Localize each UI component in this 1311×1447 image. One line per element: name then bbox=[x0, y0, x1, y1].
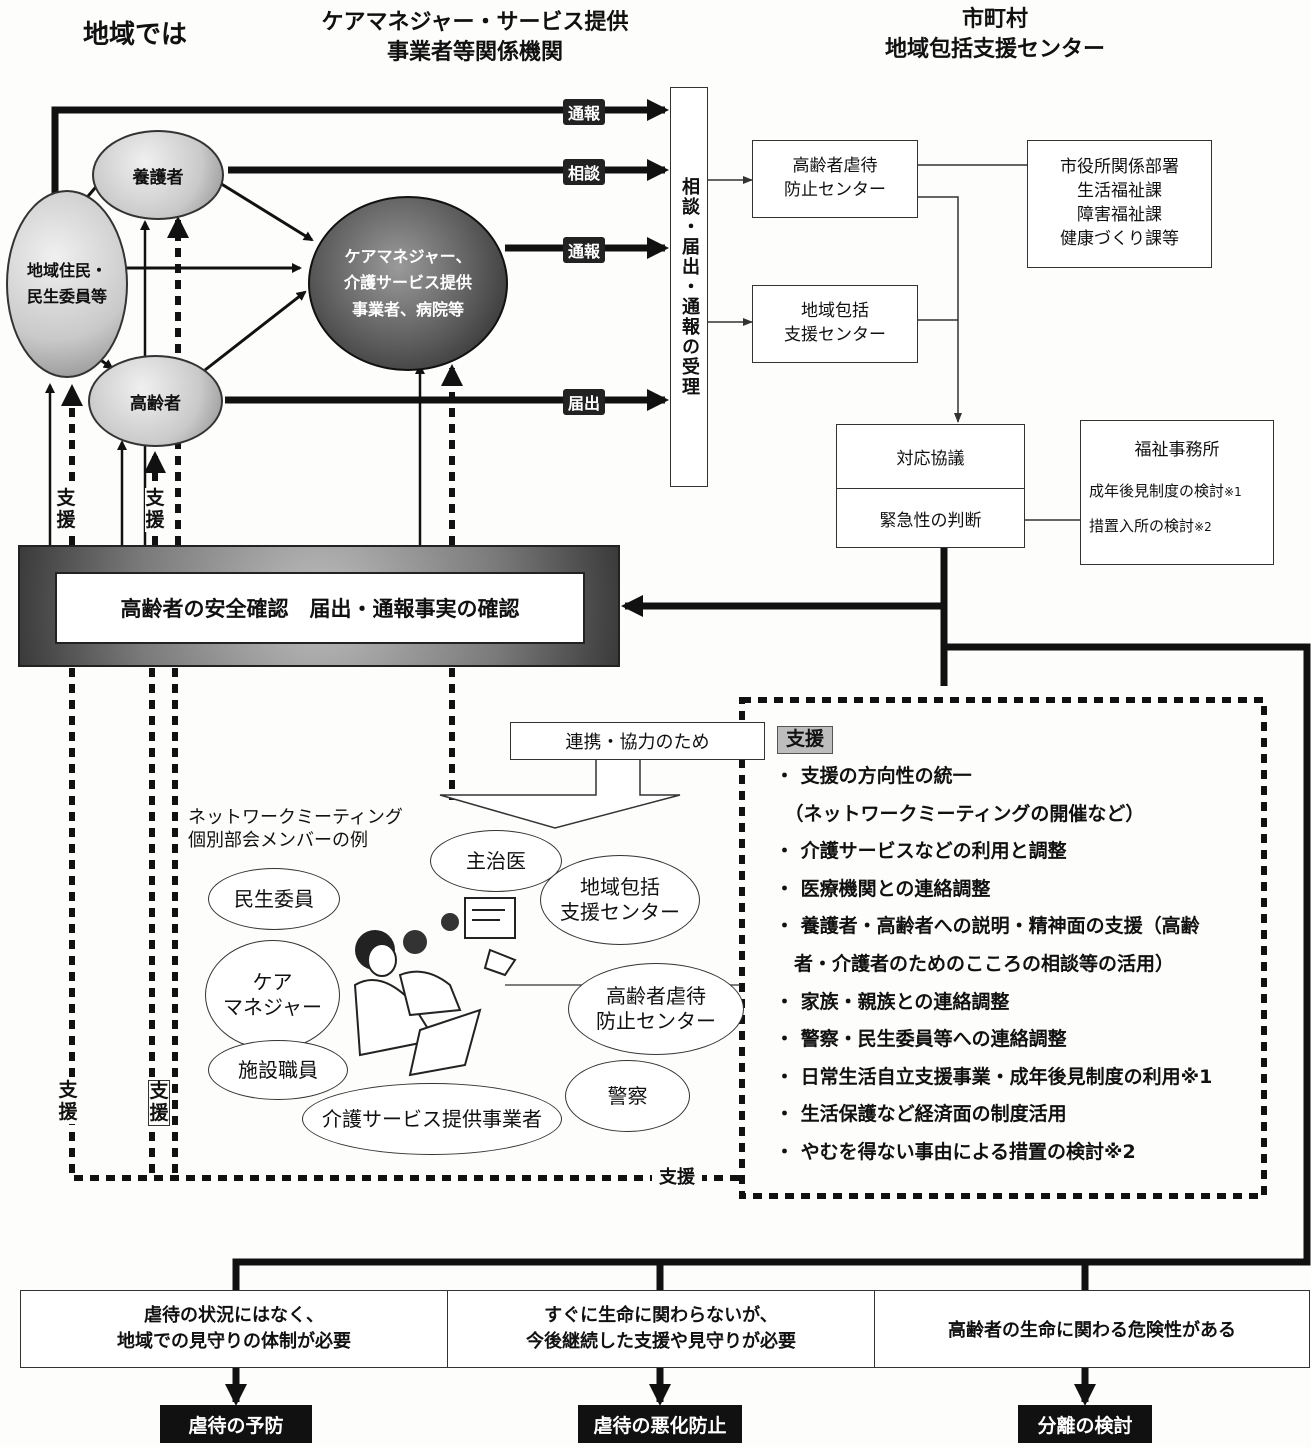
abuse-center-line2: 防止センター bbox=[784, 180, 886, 200]
care-oval-line1: ケアマネジャー、 bbox=[344, 246, 472, 266]
welfare-title: 福祉事務所 bbox=[1134, 440, 1220, 460]
support-item: ・ 養護者・高齢者への説明・精神面の支援（高齢 bbox=[775, 915, 1200, 938]
residents-line2: 民生委員等 bbox=[26, 287, 107, 306]
support-item: ・ 家族・親族との連絡調整 bbox=[775, 990, 1010, 1013]
city-hall-dept2: 障害福祉課 bbox=[1077, 205, 1162, 225]
support-item: ・ 支援の方向性の統一 bbox=[775, 765, 972, 787]
report-label-2: 通報 bbox=[563, 237, 606, 263]
result-separation: 分離の検討 bbox=[1018, 1405, 1152, 1443]
community-header: 地域では bbox=[82, 20, 187, 50]
member-police: 警察 bbox=[565, 1060, 690, 1132]
residents-line1: 地域住民・ bbox=[26, 261, 107, 281]
caregiver-oval: 養護者 bbox=[92, 130, 224, 220]
residents-oval: 地域住民・民生委員等 bbox=[6, 190, 128, 378]
member-abuse-center: 高齢者虐待防止センター bbox=[568, 963, 744, 1055]
network-title: ネットワークミーティング 個別部会メンバーの例 bbox=[188, 806, 403, 853]
condition-2: すぐに生命に関わらないが、今後継続した支援や見守りが必要 bbox=[448, 1291, 875, 1367]
meeting-bottom: 緊急性の判断 bbox=[879, 510, 982, 531]
cooperation-label: 連携・協力のため bbox=[510, 722, 765, 760]
member-abuse-line2: 防止センター bbox=[596, 1009, 716, 1033]
support-item: ・ 警察・民生委員等への連絡調整 bbox=[775, 1028, 1067, 1051]
meeting-illustration bbox=[353, 897, 517, 1077]
city-hall-title: 市役所関係部署 bbox=[1060, 157, 1179, 178]
meeting-top: 対応協議 bbox=[837, 425, 1024, 489]
support-label-a: 支援 bbox=[56, 487, 76, 532]
support-item: 者・介護者のためのこころの相談等の活用） bbox=[775, 952, 1175, 975]
city-hall-dept1: 生活福祉課 bbox=[1077, 181, 1162, 202]
care-provider-oval: ケアマネジャー、介護サービス提供事業者、病院等 bbox=[308, 196, 508, 371]
elderly-oval: 高齢者 bbox=[88, 355, 223, 447]
response-meeting-box: 対応協議 緊急性の判断 bbox=[836, 424, 1025, 548]
member-facility-staff: 施設職員 bbox=[208, 1040, 348, 1100]
report-label-1: 通報 bbox=[563, 99, 606, 125]
care-header: ケアマネジャー・サービス提供 事業者等関係機関 bbox=[275, 8, 675, 67]
support-title: 支援 bbox=[777, 726, 833, 754]
condition-3: 高齢者の生命に関わる危険性がある bbox=[948, 1320, 1236, 1341]
reception-text: 相談・届出・通報の受理 bbox=[679, 177, 700, 397]
support-label-d: 支援 bbox=[148, 1080, 170, 1126]
care-header-line2: 事業者等関係機関 bbox=[386, 39, 563, 65]
support-item: ・ 医療機関との連絡調整 bbox=[775, 877, 991, 900]
support-label-c: 支援 bbox=[58, 1079, 78, 1124]
city-hall-box: 市役所関係部署 生活福祉課 障害福祉課 健康づくり課等 bbox=[1027, 140, 1212, 268]
member-regional-line1: 地域包括 bbox=[580, 875, 660, 899]
safety-check-box: 高齢者の安全確認 届出・通報事実の確認 bbox=[55, 572, 585, 644]
member-doctor: 主治医 bbox=[430, 830, 562, 892]
member-welfare-commissioner: 民生委員 bbox=[208, 868, 340, 930]
member-service-provider: 介護サービス提供事業者 bbox=[302, 1083, 562, 1155]
care-header-line1: ケアマネジャー・サービス提供 bbox=[321, 10, 629, 35]
member-regional-line2: 支援センター bbox=[560, 900, 680, 924]
support-item: ・ 生活保護など経済面の制度活用 bbox=[775, 1103, 1067, 1126]
condition-1: 虐待の状況にはなく、地域での見守りの体制が必要 bbox=[21, 1291, 448, 1367]
support-label-b: 支援 bbox=[145, 487, 165, 532]
consult-label: 相談 bbox=[563, 159, 606, 185]
member-caremgr-line2: マネジャー bbox=[223, 995, 322, 1019]
notify-label: 届出 bbox=[563, 389, 606, 415]
city-hall-dept3: 健康づくり課等 bbox=[1060, 228, 1179, 249]
regional-center-line2: 支援センター bbox=[784, 325, 886, 345]
welfare-item1: 成年後見制度の検討 bbox=[1089, 482, 1225, 500]
reception-column: 相談・届出・通報の受理 bbox=[670, 87, 708, 487]
member-caremgr-line1: ケア bbox=[252, 970, 293, 994]
care-oval-line3: 事業者、病院等 bbox=[351, 299, 464, 319]
member-care-manager: ケアマネジャー bbox=[205, 940, 340, 1050]
result-worsening-prevention: 虐待の悪化防止 bbox=[578, 1405, 742, 1443]
support-label-e: 支援 bbox=[652, 1166, 702, 1191]
support-item: ・ 日常生活自立支援事業・成年後見制度の利用※1 bbox=[775, 1065, 1213, 1088]
abuse-center-line1: 高齢者虐待 bbox=[792, 156, 878, 177]
outcome-conditions-row: 虐待の状況にはなく、地域での見守りの体制が必要 すぐに生命に関わらないが、今後継… bbox=[20, 1290, 1310, 1368]
care-oval-line2: 介護サービス提供 bbox=[343, 273, 472, 293]
member-abuse-line1: 高齢者虐待 bbox=[606, 984, 706, 1008]
abuse-prevention-center-box: 高齢者虐待防止センター bbox=[752, 140, 918, 218]
regional-center-line1: 地域包括 bbox=[801, 301, 869, 322]
support-item: （ネットワークミーティングの開催など） bbox=[775, 802, 1145, 825]
network-title-line2: 個別部会メンバーの例 bbox=[188, 830, 368, 852]
condition-1-line2: 地域での見守りの体制が必要 bbox=[117, 1331, 351, 1352]
network-title-line1: ネットワークミーティング bbox=[188, 807, 403, 828]
city-header: 市町村 地域包括支援センター bbox=[860, 5, 1130, 64]
city-header-line1: 市町村 bbox=[961, 7, 1028, 32]
city-header-line2: 地域包括支援センター bbox=[884, 36, 1105, 62]
welfare-item2-mark: ※2 bbox=[1194, 520, 1212, 534]
welfare-office-box: 福祉事務所 成年後見制度の検討※1 措置入所の検討※2 bbox=[1080, 420, 1274, 565]
support-item: ・ やむを得ない事由による措置の検討※2 bbox=[775, 1140, 1136, 1163]
result-prevention: 虐待の予防 bbox=[160, 1405, 312, 1443]
welfare-item2: 措置入所の検討 bbox=[1089, 517, 1195, 535]
condition-2-line1: すぐに生命に関わらないが、 bbox=[544, 1304, 778, 1326]
member-regional-center: 地域包括支援センター bbox=[540, 855, 700, 945]
regional-support-center-box: 地域包括支援センター bbox=[752, 285, 918, 363]
condition-2-line2: 今後継続した支援や見守りが必要 bbox=[526, 1331, 796, 1352]
support-list: ・ 支援の方向性の統一 （ネットワークミーティングの開催など） ・ 介護サービス… bbox=[775, 758, 1212, 1172]
condition-1-line1: 虐待の状況にはなく、 bbox=[144, 1304, 324, 1326]
welfare-item1-mark: ※1 bbox=[1224, 485, 1242, 499]
support-item: ・ 介護サービスなどの利用と調整 bbox=[775, 840, 1067, 863]
